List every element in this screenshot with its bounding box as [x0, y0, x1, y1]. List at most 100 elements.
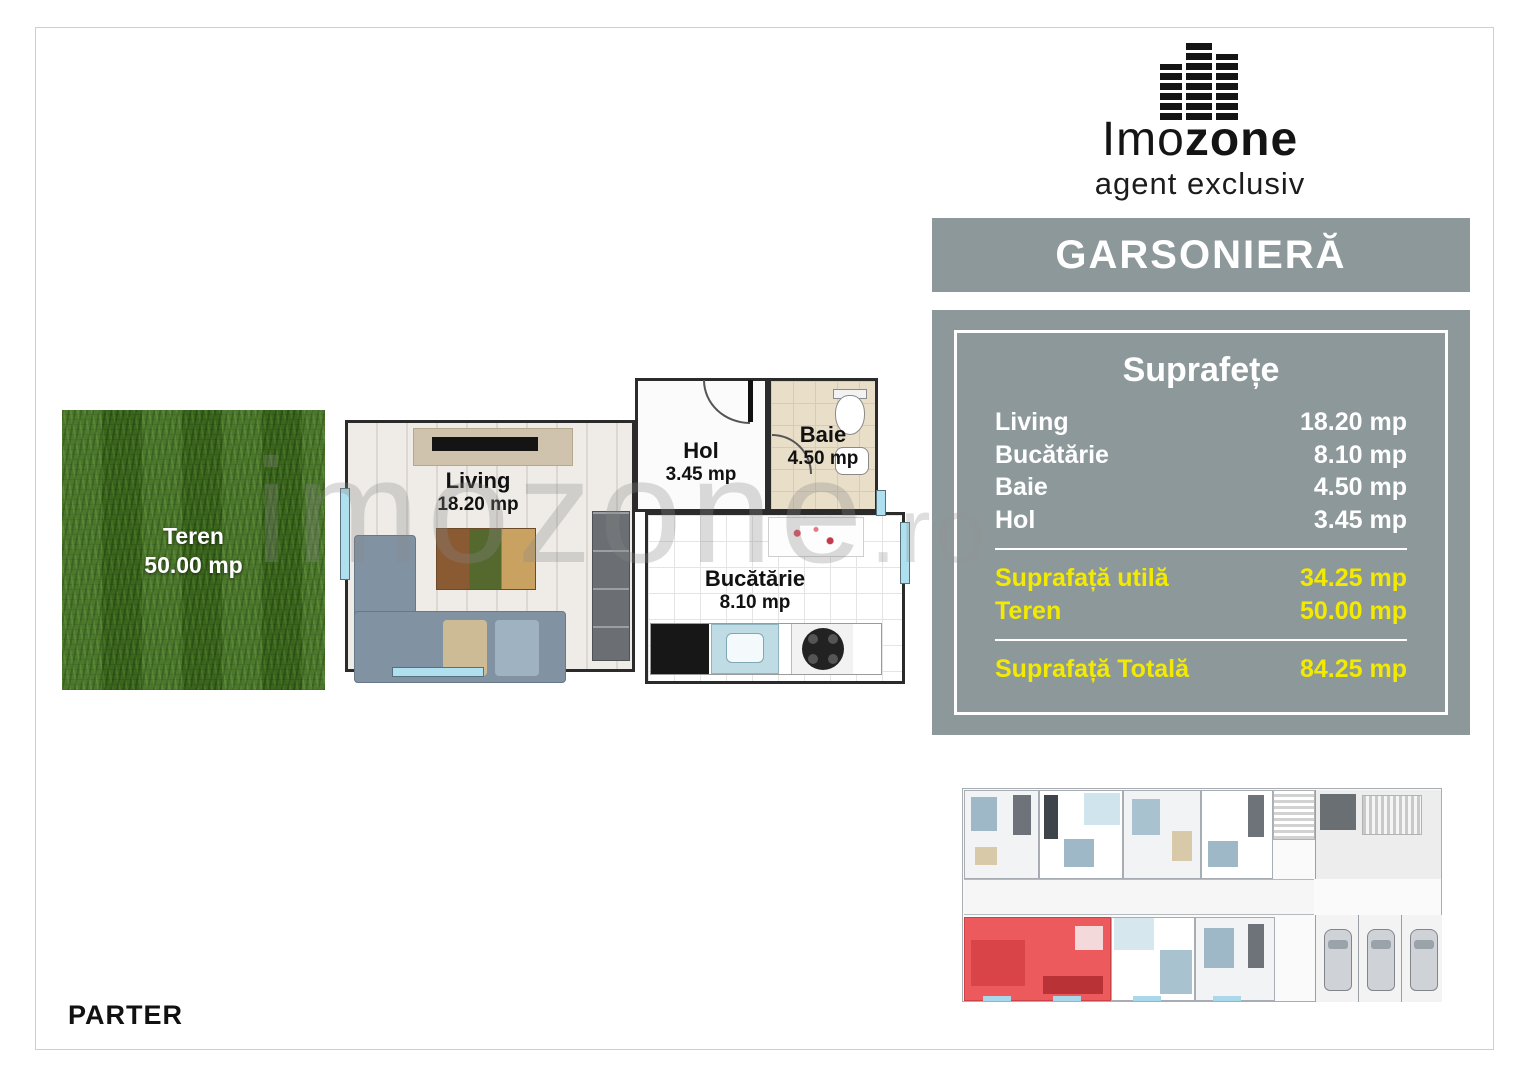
- overview-terrace: [1315, 790, 1441, 879]
- stall-divider: [1358, 915, 1359, 1002]
- surface-label: Suprafață Totală: [995, 655, 1190, 683]
- panel-divider: [995, 548, 1407, 550]
- surfaces-panel-inner: Suprafețe Living 18.20 mp Bucătărie 8.10…: [954, 330, 1448, 715]
- surfaces-title: Suprafețe: [1122, 351, 1280, 389]
- baie-room-label: Baie 4.50 mp: [768, 422, 878, 470]
- toilet-icon: [835, 395, 865, 435]
- building-icon-column: [1186, 42, 1212, 120]
- kitchen-counter: [650, 623, 882, 675]
- burner-icon: [808, 634, 818, 644]
- bed-icon: [1208, 841, 1238, 867]
- utility-block: [1320, 794, 1356, 830]
- car-windshield: [1328, 940, 1348, 949]
- living-room-label: Living 18.20 mp: [388, 468, 568, 516]
- kitchen-sink-basin: [726, 633, 764, 663]
- apartment-type-banner: GARSONIERĂ: [932, 218, 1470, 292]
- cooktop: [791, 624, 853, 674]
- stall-divider: [1401, 915, 1402, 1002]
- panel-divider: [995, 639, 1407, 641]
- highlighted-unit: [964, 917, 1111, 1001]
- surface-row-baie: Baie 4.50 mp: [995, 471, 1407, 504]
- building-icon-column: [1160, 64, 1182, 120]
- surface-label: Baie: [995, 473, 1048, 501]
- surface-row-utila: Suprafață utilă 34.25 mp: [995, 562, 1407, 595]
- burner-icon: [828, 634, 838, 644]
- bucatarie-room-label: Bucătărie 8.10 mp: [675, 566, 835, 614]
- teren-area: 50.00 mp: [144, 552, 243, 578]
- floor-level-label: PARTER: [68, 1000, 184, 1030]
- surface-value: 8.10 mp: [1313, 440, 1407, 469]
- corridor-window: [876, 490, 886, 516]
- car-icon: [1367, 929, 1395, 991]
- bed-icon: [971, 797, 997, 831]
- surface-label: Teren: [995, 596, 1062, 625]
- cooktop-plate: [802, 628, 844, 670]
- building-icon-column: [1216, 54, 1238, 120]
- sofa-section: [354, 611, 566, 683]
- overview-unit: [1039, 790, 1123, 879]
- surface-value: 84.25 mp: [1299, 655, 1407, 683]
- surface-value: 50.00 mp: [1299, 596, 1407, 625]
- room-name: Living: [445, 468, 511, 493]
- car-windshield: [1414, 940, 1434, 949]
- surfaces-panel: Suprafețe Living 18.20 mp Bucătărie 8.10…: [932, 310, 1470, 735]
- teren-label: Teren 50.00 mp: [144, 522, 242, 580]
- hol-room-label: Hol 3.45 mp: [641, 438, 761, 486]
- room-name: Bucătărie: [704, 566, 806, 591]
- wardrobe-icon: [1248, 924, 1264, 968]
- sofa-icon: [971, 940, 1025, 986]
- overview-unit: [1123, 790, 1201, 879]
- parking-area: [1315, 915, 1442, 1002]
- bathroom-tiles: [1084, 793, 1120, 825]
- kitchen-window: [900, 522, 910, 584]
- teren-grass-area: Teren 50.00 mp: [62, 410, 325, 690]
- brand-tagline: agent exclusiv: [1094, 166, 1306, 201]
- room-name: Baie: [799, 422, 847, 447]
- burner-icon: [808, 654, 818, 664]
- wardrobe-icon: [1013, 795, 1031, 835]
- bed-icon: [1132, 799, 1160, 835]
- room-area: 3.45 mp: [665, 464, 737, 485]
- kitchen-sink-unit: [711, 624, 779, 674]
- tv-cabinet: [413, 428, 573, 466]
- surface-row-bucatarie: Bucătărie 8.10 mp: [995, 439, 1407, 472]
- overview-window: [1133, 996, 1161, 1001]
- rug: [436, 528, 536, 590]
- surface-row-living: Living 18.20 mp: [995, 406, 1407, 439]
- brand-wordmark: Imozone: [1020, 112, 1380, 167]
- surface-row-total: Suprafață Totală 84.25 mp: [995, 653, 1407, 686]
- surface-label: Bucătărie: [995, 440, 1109, 469]
- overview-window: [1053, 996, 1081, 1001]
- wardrobe: [592, 511, 630, 661]
- counter-icon: [1043, 976, 1103, 994]
- living-window: [340, 488, 350, 580]
- ramp-hatch: [1362, 795, 1422, 835]
- overview-window: [983, 996, 1011, 1001]
- room-area: 4.50 mp: [787, 448, 859, 469]
- tv-screen: [432, 437, 538, 451]
- bed-icon: [1160, 950, 1192, 994]
- bathroom-sink: [835, 447, 869, 475]
- room-baie: [768, 378, 878, 512]
- stairs-icon: [1273, 790, 1315, 840]
- teren-name: Teren: [163, 523, 224, 549]
- sofa-cushion: [495, 620, 539, 676]
- room-bucatarie: [645, 512, 905, 684]
- bed-icon: [1064, 839, 1094, 867]
- table-icon: [1172, 831, 1192, 861]
- overview-window: [1213, 996, 1241, 1001]
- room-living: [345, 420, 635, 683]
- surface-row-teren: Teren 50.00 mp: [995, 595, 1407, 628]
- car-icon: [1324, 929, 1352, 991]
- car-icon: [1410, 929, 1438, 991]
- surface-value: 34.25 mp: [1299, 564, 1407, 592]
- surface-value: 3.45 mp: [1313, 505, 1407, 534]
- surface-label: Suprafață utilă: [995, 564, 1169, 592]
- brand-light-part: Imo: [1101, 113, 1185, 166]
- imozone-building-icon: [1160, 42, 1240, 120]
- entry-door-leaf: [748, 380, 753, 422]
- burner-icon: [828, 654, 838, 664]
- apartment-floorplan: Living 18.20 mp Hol 3.45 mp Baie 4.50 mp…: [340, 372, 915, 692]
- overview-unit: [964, 790, 1039, 879]
- wardrobe-icon: [1248, 795, 1264, 837]
